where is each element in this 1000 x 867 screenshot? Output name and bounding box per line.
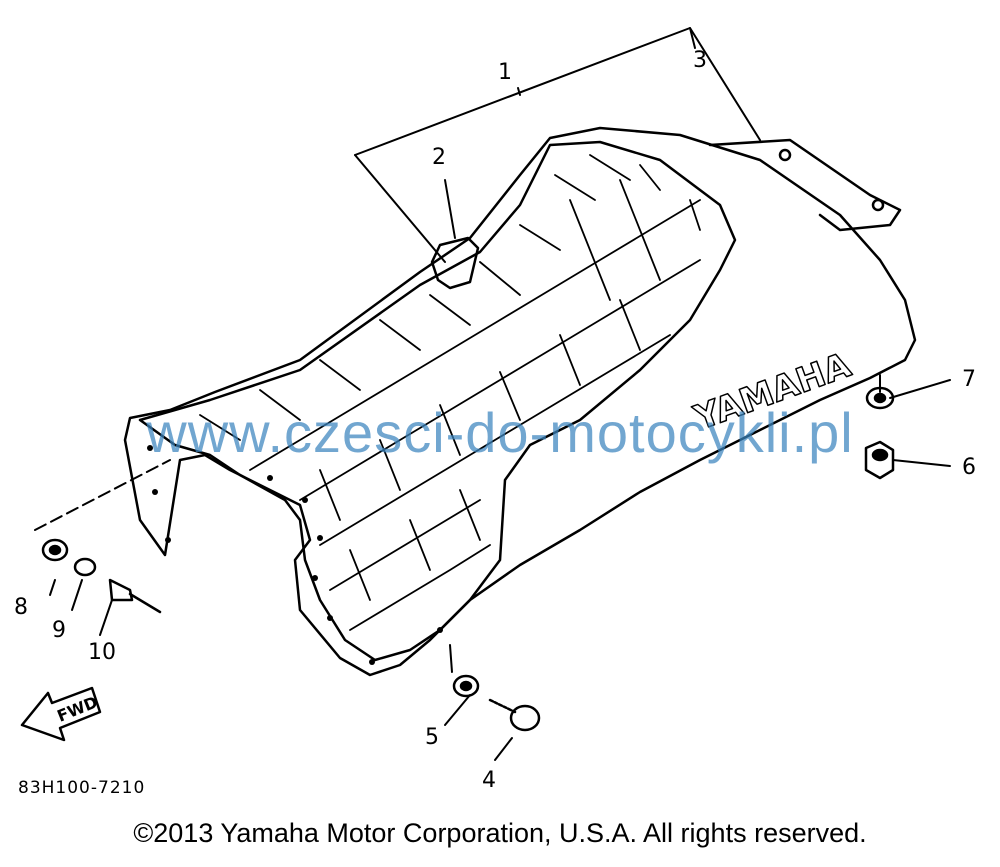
callout-5: 5 <box>425 725 439 750</box>
nuts <box>864 386 895 480</box>
seat-quilting <box>199 154 701 631</box>
seat-cushion <box>138 140 737 662</box>
rear-bracket <box>708 138 902 232</box>
callout-1: 1 <box>498 60 512 85</box>
callout-6: 6 <box>962 455 976 480</box>
part-code: 83H100-7210 <box>18 778 146 798</box>
callout-10: 10 <box>88 640 116 665</box>
callout-2: 2 <box>432 145 446 170</box>
front-fasteners <box>41 538 162 614</box>
seat-strap <box>430 236 480 290</box>
callout-9: 9 <box>52 618 66 643</box>
callout-8: 8 <box>14 595 28 620</box>
front-flap-holes <box>147 445 443 665</box>
rear-fasteners <box>452 674 541 732</box>
copyright-notice: ©2013 Yamaha Motor Corporation, U.S.A. A… <box>133 818 867 848</box>
callout-7: 7 <box>962 367 976 392</box>
fwd-arrow-icon: FWD <box>20 686 102 742</box>
callout-3: 3 <box>693 48 707 73</box>
leader-lines <box>34 27 951 761</box>
callout-4: 4 <box>482 768 496 793</box>
